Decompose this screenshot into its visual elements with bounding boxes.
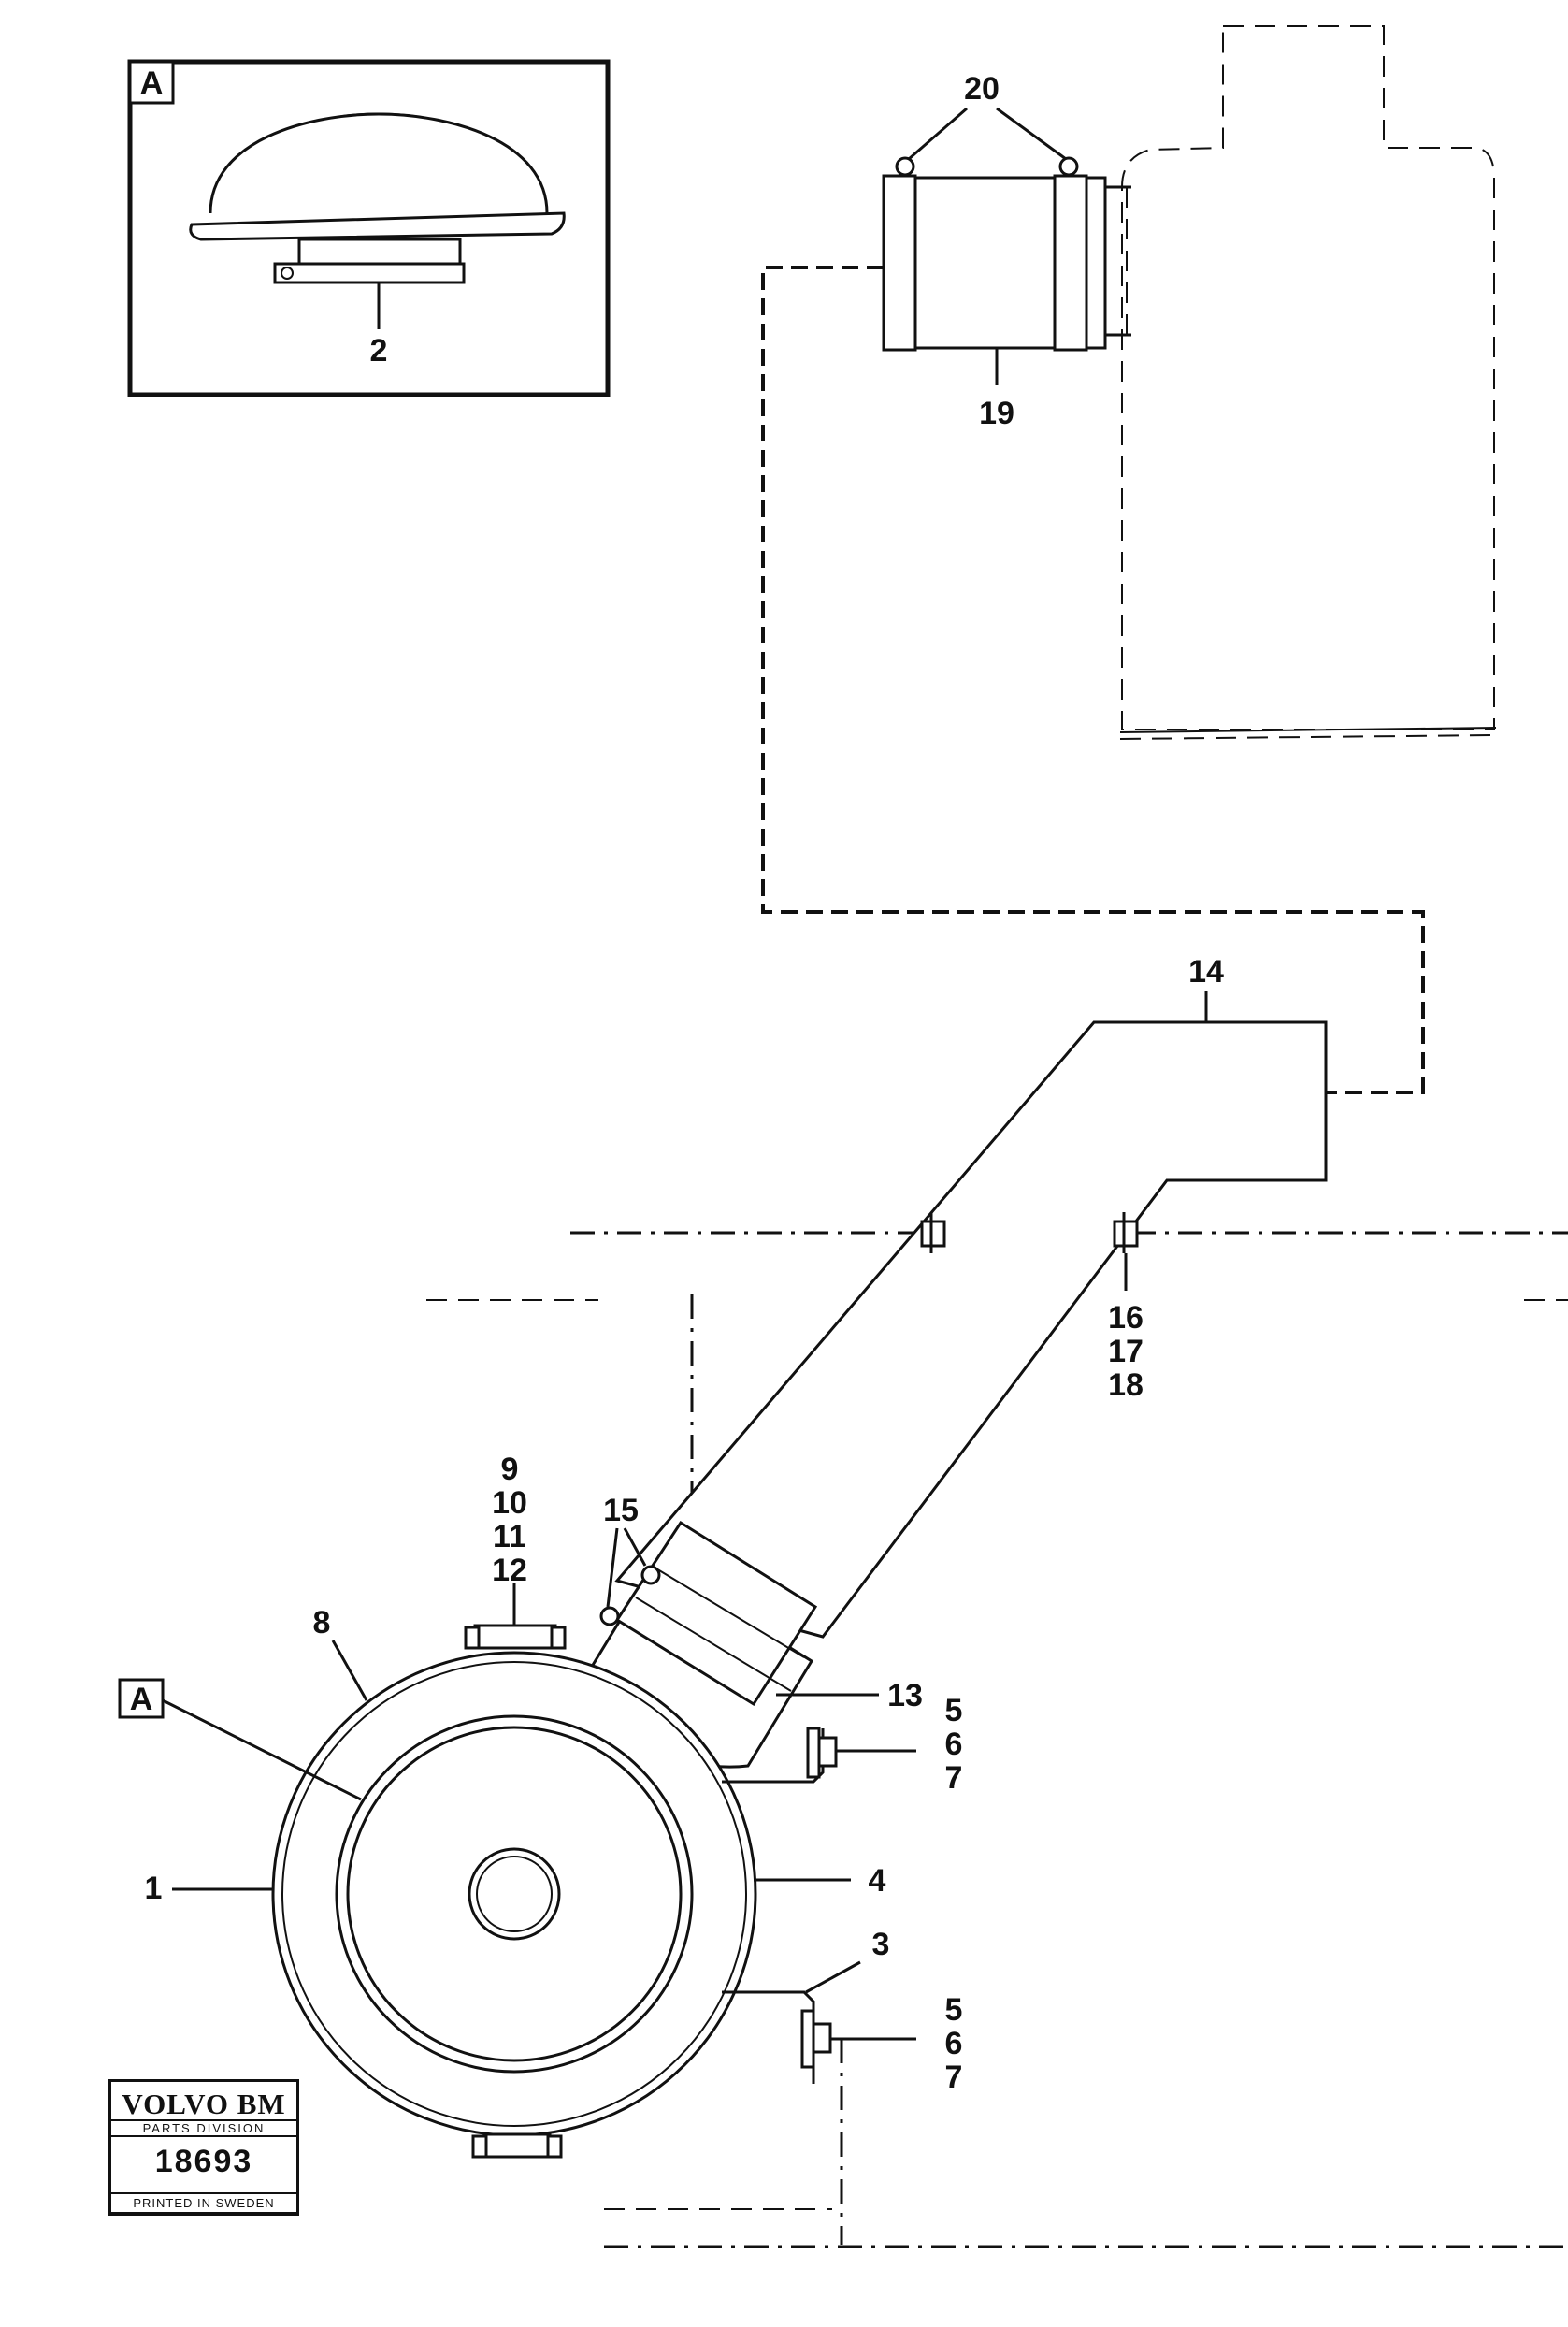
top-clamp [473, 1624, 557, 1650]
label-7a: 7 [945, 1760, 963, 1796]
hose-clamp-right [1053, 174, 1088, 352]
label-4: 4 [869, 1863, 886, 1899]
center-outlet [468, 1847, 561, 1941]
cap-rim [189, 211, 566, 241]
bracket-bolt-right [1113, 1220, 1139, 1248]
label-19: 19 [979, 396, 1014, 431]
elbow-pipe-14 [614, 1020, 1328, 1639]
clamp-screw-15a [640, 1565, 661, 1585]
label-6b: 6 [945, 2026, 963, 2061]
label-11: 11 [493, 1519, 526, 1554]
label-10: 10 [492, 1485, 527, 1521]
detail-tag-label: A [140, 65, 164, 101]
stamp-brand: VOLVO BM [122, 2088, 286, 2120]
detail-tag-box [128, 60, 175, 105]
stamp-footer: PRINTED IN SWEDEN [108, 2192, 299, 2214]
detail-view-a: A 2 [127, 59, 611, 397]
callout-tag-box [118, 1678, 165, 1719]
volvo-bm-stamp: VOLVO BM PARTS DIVISION 18693 PRINTED IN… [108, 2079, 299, 2216]
upper-hose-assembly: 19 20 [882, 71, 1107, 431]
cap-clamp [273, 262, 466, 284]
air-cleaner-housing [1103, 25, 1497, 740]
label-2: 2 [370, 333, 388, 369]
label-3: 3 [872, 1927, 890, 1962]
label-1: 1 [145, 1871, 163, 1906]
bottom-clamp [482, 2132, 552, 2159]
label-12: 12 [492, 1553, 527, 1588]
callout-tag: A [130, 1682, 153, 1717]
housing-base-line [1119, 727, 1497, 733]
bracket-bolt-left [920, 1220, 946, 1248]
hose-clamp-left [882, 174, 917, 352]
clamp-bolt-right [1058, 156, 1079, 177]
routing-lines [426, 266, 1568, 2248]
label-17: 17 [1108, 1334, 1144, 1369]
label-6a: 6 [945, 1727, 963, 1762]
inner-ring [335, 1714, 694, 2074]
cap-neck [297, 238, 462, 266]
label-5b: 5 [945, 1992, 963, 2028]
air-cleaner-body: 9 10 11 12 8 1 4 A [118, 1452, 886, 2159]
label-20: 20 [964, 71, 1000, 107]
route-dashed [761, 266, 1425, 1094]
label-16: 16 [1108, 1300, 1144, 1336]
hose-clamp-13 [614, 1520, 818, 1707]
label-13: 13 [887, 1678, 923, 1713]
mounting-brackets: 5 6 7 3 5 6 7 [722, 1693, 962, 2095]
label-15: 15 [603, 1493, 639, 1528]
clamp-screw-15b [599, 1606, 620, 1626]
label-7b: 7 [945, 2060, 963, 2095]
stamp-number: 18693 [154, 2144, 253, 2179]
label-14: 14 [1188, 954, 1224, 990]
stamp-division: PARTS DIVISION [111, 2119, 296, 2137]
label-18: 18 [1108, 1367, 1144, 1403]
label-8: 8 [313, 1605, 331, 1640]
intake-pipe: 14 16 17 18 [614, 954, 1328, 1639]
label-9: 9 [501, 1452, 519, 1487]
clamp-bolt-left [895, 156, 915, 177]
label-5a: 5 [945, 1693, 963, 1728]
